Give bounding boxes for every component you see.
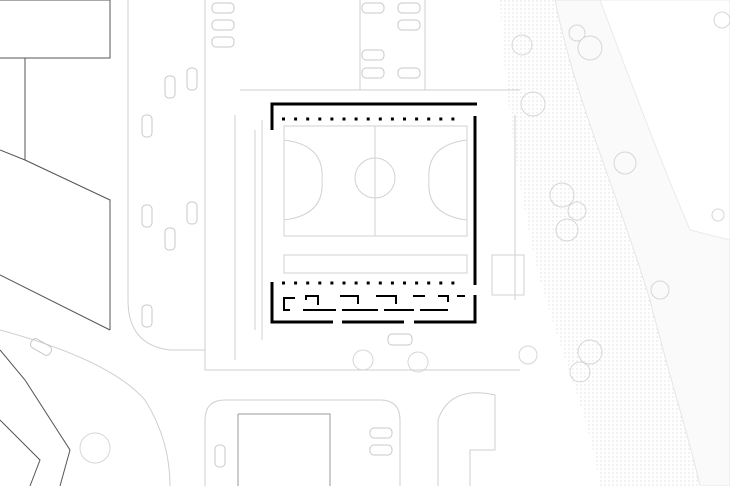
column — [378, 117, 382, 121]
column — [427, 117, 431, 121]
column — [439, 117, 443, 121]
column-row-bottom — [282, 281, 455, 285]
column — [366, 281, 370, 285]
column — [427, 281, 431, 285]
column — [403, 281, 406, 285]
column — [306, 117, 310, 121]
column — [403, 117, 406, 121]
column — [318, 281, 322, 285]
interior-partitions — [283, 295, 465, 311]
river-channel-2 — [599, 0, 730, 241]
column — [415, 281, 419, 285]
sports-court — [254, 120, 525, 340]
road-lines — [0, 0, 520, 486]
parked-cars — [29, 2, 421, 468]
trees — [79, 11, 730, 464]
column — [306, 281, 310, 285]
column — [342, 281, 346, 285]
column — [354, 281, 358, 285]
column — [451, 117, 455, 121]
column — [451, 281, 455, 285]
column — [439, 281, 443, 285]
column — [378, 281, 382, 285]
column — [366, 117, 370, 121]
parcel-lines — [0, 0, 111, 486]
column — [330, 117, 334, 121]
column — [282, 281, 285, 285]
column — [354, 117, 358, 121]
column — [282, 117, 285, 121]
column — [330, 281, 334, 285]
column — [318, 117, 322, 121]
building-walls — [270, 102, 477, 324]
column — [390, 281, 394, 285]
column — [342, 117, 346, 121]
column — [390, 117, 394, 121]
column-row-top — [282, 117, 455, 121]
column — [415, 117, 419, 121]
column — [294, 281, 298, 285]
column — [294, 117, 298, 121]
